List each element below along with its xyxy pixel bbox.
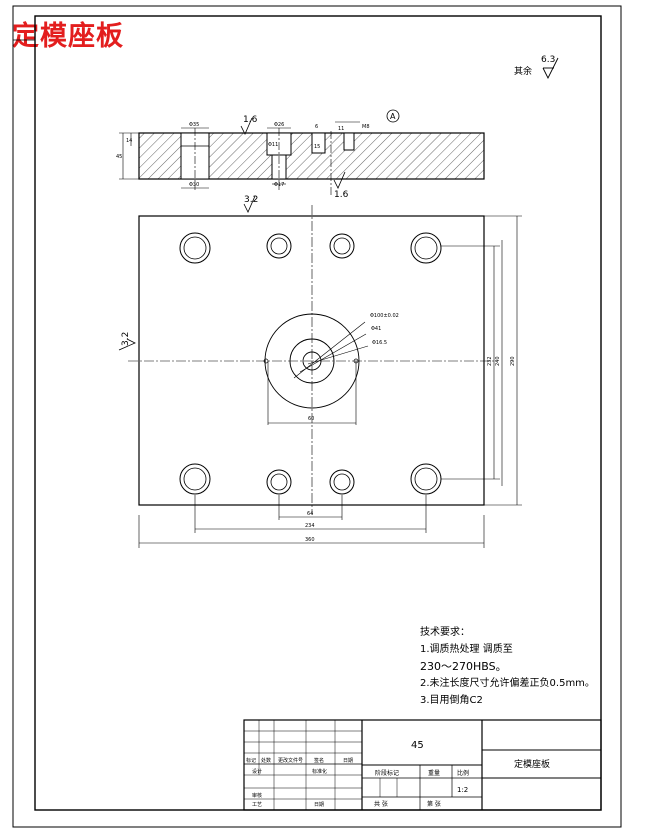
- sprue-circle: [302, 351, 322, 371]
- roughness-side-value: 3.2: [121, 332, 131, 346]
- part-name-text: 定模座板: [514, 758, 550, 770]
- roughness-front-symbol: [243, 195, 256, 213]
- dim-d4: Φ17: [274, 182, 284, 188]
- dim-d2: Φ30: [189, 182, 199, 188]
- tech-title: 技术要求：: [420, 627, 470, 638]
- roughness-side-symbol: [118, 338, 136, 351]
- tech-item-2: 230～270HBS。: [420, 660, 507, 673]
- center-ring-circle: [289, 338, 335, 384]
- dim-t3: 15: [314, 144, 320, 150]
- header-change: 更改文件号: [278, 757, 303, 764]
- dim-d5: Φ11: [268, 142, 278, 148]
- role-design: 设计: [252, 768, 262, 775]
- tech-item-1: 1.调质热处理 调质至: [420, 644, 513, 655]
- weight-label: 重量: [428, 769, 440, 777]
- header-date: 日期: [343, 758, 353, 764]
- hole-bottom-left: [179, 463, 211, 495]
- dim-pitch-y2: 240: [495, 356, 501, 366]
- plan-view: [118, 195, 522, 548]
- dim-t4: M8: [362, 124, 370, 130]
- scale-text: 1:2: [457, 786, 468, 794]
- plate-outline: [138, 215, 485, 506]
- dim-ring-width: 60: [308, 416, 314, 422]
- hole-top-right: [410, 232, 442, 264]
- role-process: 工艺: [252, 802, 262, 808]
- material-text: 45: [411, 740, 424, 751]
- role-standard: 标准化: [312, 768, 327, 775]
- stage-label: 阶段标记: [375, 769, 399, 777]
- detail-marker-label: A: [390, 112, 396, 121]
- dim-center-ring: Φ41: [371, 326, 381, 332]
- sheet-no-text: 第 张: [427, 800, 441, 808]
- dim-pitch-x: 234: [305, 523, 315, 529]
- roughness-bottom-symbol: [333, 171, 346, 189]
- dim-thickness: 45: [116, 154, 122, 160]
- sheets-total-text: 共 张: [374, 800, 388, 808]
- dim-d1: Φ35: [189, 122, 199, 128]
- technical-requirements: 技术要求： 1.调质热处理 调质至 230～270HBS。 2.未注长度尺寸允许…: [420, 624, 595, 709]
- dim-d3: Φ26: [274, 122, 284, 128]
- outer-frame: [12, 5, 622, 828]
- dim-t2: 11: [338, 126, 344, 132]
- section-center-hole: [311, 132, 326, 154]
- header-mark: 标记: [246, 757, 256, 764]
- ratio-label: 比例: [457, 769, 469, 777]
- roughness-top-symbol: [240, 117, 253, 135]
- section-view: [119, 109, 485, 195]
- hole-bottom-right: [410, 463, 442, 495]
- roughness-front-value: 3.2: [244, 195, 258, 205]
- tech-item-3: 2.未注长度尺寸允许偏差正负0.5mm。: [420, 678, 595, 689]
- section-tapped-hole: [343, 132, 355, 151]
- dim-h1: 14: [126, 138, 132, 144]
- remaining-label: 其余: [514, 65, 532, 77]
- dim-t1: 6: [315, 124, 318, 130]
- role-review: 审核: [252, 792, 262, 799]
- role-date: 日期: [314, 802, 324, 808]
- roughness-remaining-symbol: [542, 57, 559, 80]
- drawing-heading: 定模座板: [12, 21, 124, 52]
- title-block: [243, 719, 602, 811]
- hole-bottom-inner-left: [266, 469, 292, 495]
- dim-sprue: Φ16.5: [372, 340, 387, 346]
- dim-locating-ring: Φ100±0.02: [370, 313, 399, 319]
- roughness-top-value: 1.6: [243, 115, 258, 125]
- hole-top-inner-right: [329, 233, 355, 259]
- hole-top-inner-left: [266, 233, 292, 259]
- dim-holes-x: 64: [307, 511, 313, 517]
- dim-total-width: 360: [305, 537, 315, 543]
- locating-ring-circle: [264, 313, 360, 409]
- hole-bottom-inner-right: [329, 469, 355, 495]
- header-count: 处数: [261, 757, 271, 764]
- dim-total-height: 290: [510, 356, 516, 366]
- hole-top-left: [179, 232, 211, 264]
- detail-marker-circle: [386, 109, 400, 123]
- roughness-bottom-value: 1.6: [334, 190, 349, 200]
- dim-pitch-y1: 232: [487, 356, 493, 366]
- remaining-roughness-value: 6.3: [541, 55, 555, 65]
- tech-item-4: 3.目用倒角C2: [420, 695, 483, 706]
- header-sign: 签名: [314, 757, 324, 764]
